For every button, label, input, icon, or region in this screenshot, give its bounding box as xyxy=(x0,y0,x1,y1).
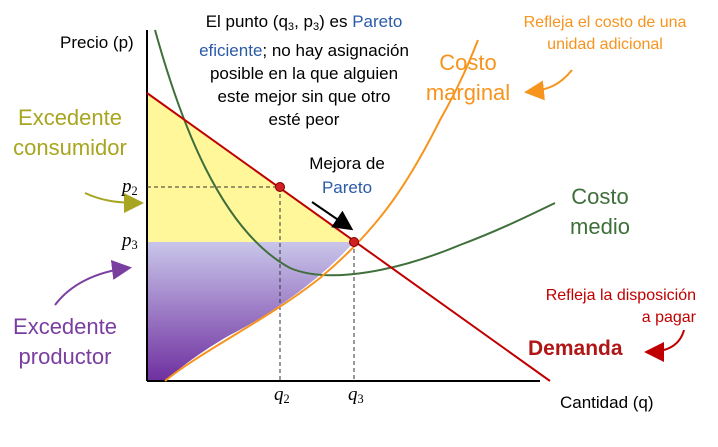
q3-base: q xyxy=(348,384,358,405)
disposicion-note: Refleja la disposición a pagar xyxy=(545,287,696,326)
consumidor-arrow xyxy=(84,192,144,213)
note-line3: posible en la que alguien xyxy=(209,63,399,83)
note-line2: eficiente; no hay asignación xyxy=(199,40,409,60)
mejora-arrow xyxy=(311,201,354,231)
note-line4: este mejor sin que otro xyxy=(217,86,391,106)
note-line5: esté peor xyxy=(268,109,340,129)
marginal-cost-note: Refleja el costo de una unidad adicional xyxy=(523,14,687,53)
p2-base: p xyxy=(122,176,132,197)
q3-tick: q3 xyxy=(348,384,364,407)
q2-tick: q2 xyxy=(274,384,290,407)
q2-base: q xyxy=(274,384,284,405)
p3-sub: 3 xyxy=(131,238,138,253)
demand-curve xyxy=(146,92,551,382)
p2-sub: 2 xyxy=(131,184,138,199)
marginal-note-arrow xyxy=(524,69,573,101)
p2-tick: p2 xyxy=(122,176,138,199)
note-line1: El punto (q3, p3) es Pareto xyxy=(205,12,403,33)
mejora-pareto-label: Mejora de Pareto xyxy=(309,154,385,197)
demanda-label: Demanda xyxy=(528,337,623,360)
pareto-efficiency-note: El punto (q3, p3) es Pareto eficiente; n… xyxy=(180,10,428,131)
p3-tick: p3 xyxy=(122,230,138,253)
y-axis-label: Precio (p) xyxy=(60,33,134,52)
q3-sub: 3 xyxy=(357,392,364,407)
disposicion-arrow xyxy=(644,329,685,362)
productor-arrow xyxy=(54,260,132,306)
producer-surplus-area xyxy=(147,242,354,381)
q2-sub: 2 xyxy=(283,392,290,407)
x-axis-label: Cantidad (q) xyxy=(560,393,654,412)
costo-medio-label: Costo medio xyxy=(570,184,630,239)
marginal-cost-curve xyxy=(164,39,479,382)
point-p2-q2 xyxy=(275,182,285,192)
point-p3-q3 xyxy=(349,237,359,247)
excedente-consumidor-label: Excedente consumidor xyxy=(13,105,127,160)
excedente-productor-label: Excedente productor xyxy=(13,314,117,369)
costo-marginal-label: Costo marginal xyxy=(425,50,511,105)
p3-base: p xyxy=(122,230,132,251)
